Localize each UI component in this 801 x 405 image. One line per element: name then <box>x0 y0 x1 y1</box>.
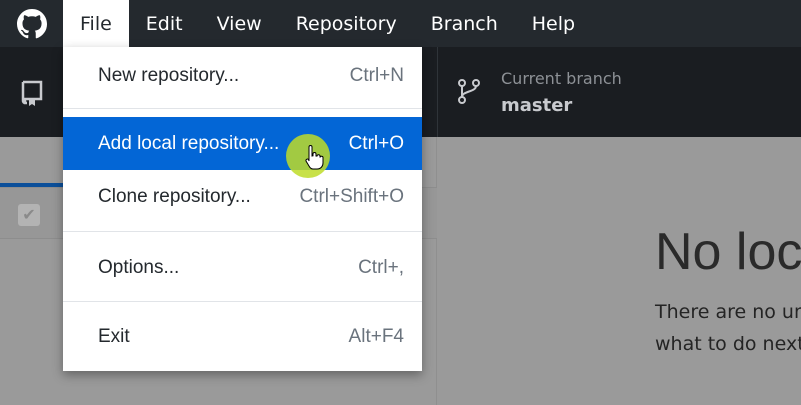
select-all-checkbox[interactable]: ✔ <box>18 204 40 226</box>
menu-file[interactable]: File <box>63 0 129 47</box>
item-label: Options... <box>98 256 180 278</box>
current-branch-button[interactable]: Current branch master <box>437 47 801 137</box>
menu-help[interactable]: Help <box>531 12 576 35</box>
empty-state-description: There are no un what to do next <box>655 296 801 360</box>
menu-item-exit[interactable]: Exit Alt+F4 <box>63 310 422 363</box>
item-label: Clone repository... <box>98 185 251 207</box>
item-shortcut: Ctrl+Shift+O <box>299 185 404 207</box>
menu-branch[interactable]: Branch <box>430 12 498 35</box>
menu-item-add-local-repository[interactable]: Add local repository... Ctrl+O <box>63 117 422 170</box>
menu-item-options[interactable]: Options... Ctrl+, <box>63 241 422 294</box>
branch-icon <box>458 78 480 110</box>
menu-edit[interactable]: Edit <box>145 12 183 35</box>
separator <box>63 231 422 232</box>
separator <box>63 108 422 109</box>
separator <box>63 301 422 302</box>
file-menu-dropdown: New repository... Ctrl+N Add local reposi… <box>63 47 422 371</box>
description-line: There are no un <box>655 301 801 323</box>
item-label: Add local repository... <box>98 132 280 154</box>
menu-repository[interactable]: Repository <box>295 12 397 35</box>
item-shortcut: Alt+F4 <box>348 325 404 347</box>
empty-state-title: No loc <box>655 223 801 281</box>
menu-view[interactable]: View <box>216 12 262 35</box>
active-tab-indicator <box>0 183 63 187</box>
github-logo-icon <box>0 0 63 47</box>
branch-label: Current branch <box>501 69 622 88</box>
branch-name: master <box>501 95 573 116</box>
menu-item-new-repository[interactable]: New repository... Ctrl+N <box>63 49 422 102</box>
item-shortcut: Ctrl+N <box>349 64 404 86</box>
menu-bar: File Edit View Repository Branch Help <box>0 0 801 47</box>
repository-icon[interactable] <box>20 79 44 111</box>
menu-item-clone-repository[interactable]: Clone repository... Ctrl+Shift+O <box>63 170 422 223</box>
description-line: what to do next <box>655 333 801 355</box>
item-label: New repository... <box>98 64 240 86</box>
item-shortcut: Ctrl+O <box>348 132 404 154</box>
item-label: Exit <box>98 325 130 347</box>
cursor-highlight <box>286 134 330 178</box>
item-shortcut: Ctrl+, <box>358 256 404 278</box>
hand-cursor-icon <box>305 145 324 170</box>
